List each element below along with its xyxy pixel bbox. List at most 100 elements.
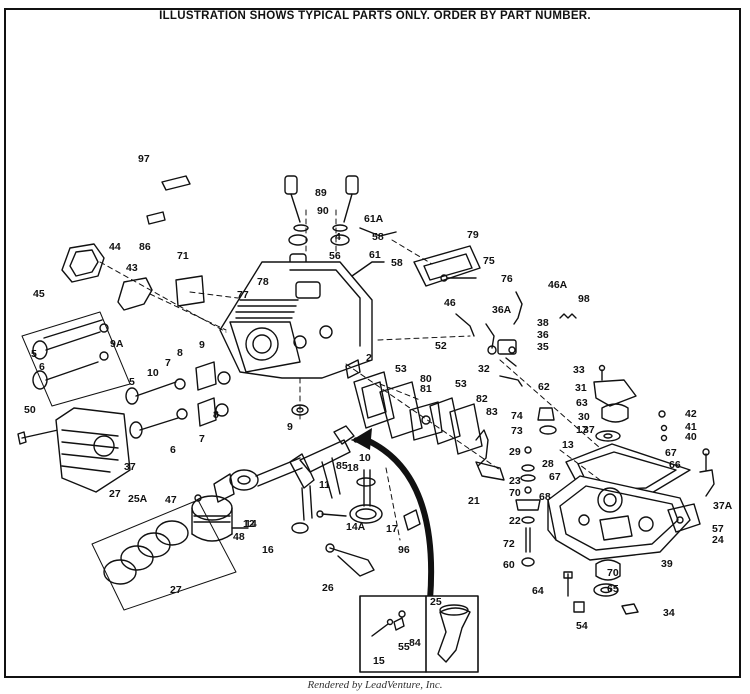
callout-61A: 61A — [364, 213, 384, 225]
callout-17: 17 — [386, 523, 398, 535]
part-85-seal — [291, 404, 309, 416]
part-86-decal — [146, 211, 166, 225]
callout-42: 42 — [685, 408, 697, 420]
callout-27: 27 — [109, 488, 121, 500]
part-24-oil-pan — [547, 475, 691, 561]
callout-10: 10 — [359, 452, 371, 464]
callout-36A: 36A — [492, 304, 512, 316]
part-11-crankshaft — [289, 425, 355, 521]
callout-36: 36 — [537, 329, 549, 341]
part-10-7-8-9-springs — [125, 361, 231, 439]
part-42-screw — [658, 410, 666, 418]
part-79-gasket — [413, 245, 481, 287]
callout-44: 44 — [109, 241, 121, 253]
callout-4: 4 — [335, 231, 341, 243]
callout-30: 30 — [578, 411, 590, 423]
callout-79: 79 — [467, 229, 479, 241]
part-50-bolt — [21, 429, 59, 439]
part-31-cover — [593, 379, 637, 407]
assembly-arrow — [359, 435, 435, 603]
callout-58: 58 — [372, 231, 384, 243]
part-29-ring — [603, 433, 613, 439]
part-22-cam-gear — [349, 469, 383, 524]
part-64-cap — [521, 557, 535, 567]
callout-53: 53 — [395, 363, 407, 375]
callout-54: 54 — [576, 620, 588, 632]
callout-14: 14 — [245, 518, 257, 530]
callout-46: 46 — [444, 297, 456, 309]
part-83-tube — [475, 429, 489, 467]
callout-31: 31 — [575, 382, 587, 394]
callout-5: 5 — [129, 376, 135, 388]
callout-52: 52 — [435, 340, 447, 352]
callout-61: 61 — [369, 249, 381, 261]
callout-38: 38 — [537, 317, 549, 329]
callout-85: 85 — [336, 460, 348, 472]
callout-7: 7 — [199, 433, 205, 445]
callout-9: 9 — [287, 421, 293, 433]
callout-32: 32 — [478, 363, 490, 375]
callout-98: 98 — [578, 293, 590, 305]
part-26-gasket — [667, 503, 701, 533]
callout-46A: 46A — [548, 279, 568, 291]
callout-82: 82 — [476, 393, 488, 405]
callout-8: 8 — [177, 347, 183, 359]
part-57-plug — [621, 603, 639, 615]
callout-60: 60 — [503, 559, 515, 571]
credit-footer: Rendered by LeadVenture, Inc. — [307, 679, 443, 691]
callout-40: 40 — [685, 431, 697, 443]
callout-9: 9 — [199, 339, 205, 351]
part-17-connecting-rod — [213, 457, 303, 503]
callout-58: 58 — [391, 257, 403, 269]
callout-64: 64 — [532, 585, 544, 597]
callout-53: 53 — [455, 378, 467, 390]
callout-86: 86 — [139, 241, 151, 253]
part-70-washer — [521, 516, 535, 524]
callout-6: 6 — [39, 361, 45, 373]
callout-75: 75 — [483, 255, 495, 267]
callout-90: 90 — [317, 205, 329, 217]
callout-45: 45 — [33, 288, 45, 300]
callout-15: 15 — [373, 655, 385, 667]
callout-84: 84 — [409, 637, 421, 649]
part-18A-screw — [371, 623, 389, 637]
callout-56: 56 — [329, 250, 341, 262]
callout-22: 22 — [509, 515, 521, 527]
part-46-link — [455, 313, 475, 337]
part-4-ring — [288, 234, 308, 246]
illustration-notice: ILLUSTRATION SHOWS TYPICAL PARTS ONLY. O… — [159, 10, 591, 22]
part-43-gasket — [117, 277, 153, 311]
part-19-washer — [393, 617, 405, 631]
part-97-decal — [161, 175, 191, 191]
part-53b-gasket — [429, 397, 461, 445]
part-53-gasket — [353, 371, 395, 429]
callout-68: 68 — [539, 491, 551, 503]
callout-66: 66 — [669, 459, 681, 471]
callout-80: 80 — [420, 373, 432, 385]
part-81-plate — [409, 401, 443, 441]
part-84-elbow — [437, 607, 471, 663]
callout-10: 10 — [147, 367, 159, 379]
part-66-gear — [515, 499, 541, 511]
callout-70: 70 — [607, 567, 619, 579]
part-46A-bracket — [513, 291, 523, 325]
callout-63: 63 — [576, 397, 588, 409]
callout-47: 47 — [165, 494, 177, 506]
callout-14A: 14A — [346, 521, 366, 533]
callout-27: 27 — [170, 584, 182, 596]
part-61-rod — [351, 261, 385, 277]
callout-21: 21 — [468, 495, 480, 507]
part-21-screw — [321, 513, 347, 517]
part-98-spring — [559, 313, 577, 319]
callout-11: 11 — [319, 479, 330, 491]
cylinder-block — [219, 261, 373, 379]
part-14A-piston — [191, 495, 249, 542]
part-72-seal — [403, 509, 421, 531]
part-5-6-valves — [32, 319, 109, 390]
part-74-switch — [537, 407, 555, 421]
callout-25: 25 — [430, 596, 442, 608]
callout-43: 43 — [126, 262, 138, 274]
callout-33: 33 — [573, 364, 585, 376]
callout-50: 50 — [24, 404, 36, 416]
callout-81: 81 — [420, 383, 432, 395]
